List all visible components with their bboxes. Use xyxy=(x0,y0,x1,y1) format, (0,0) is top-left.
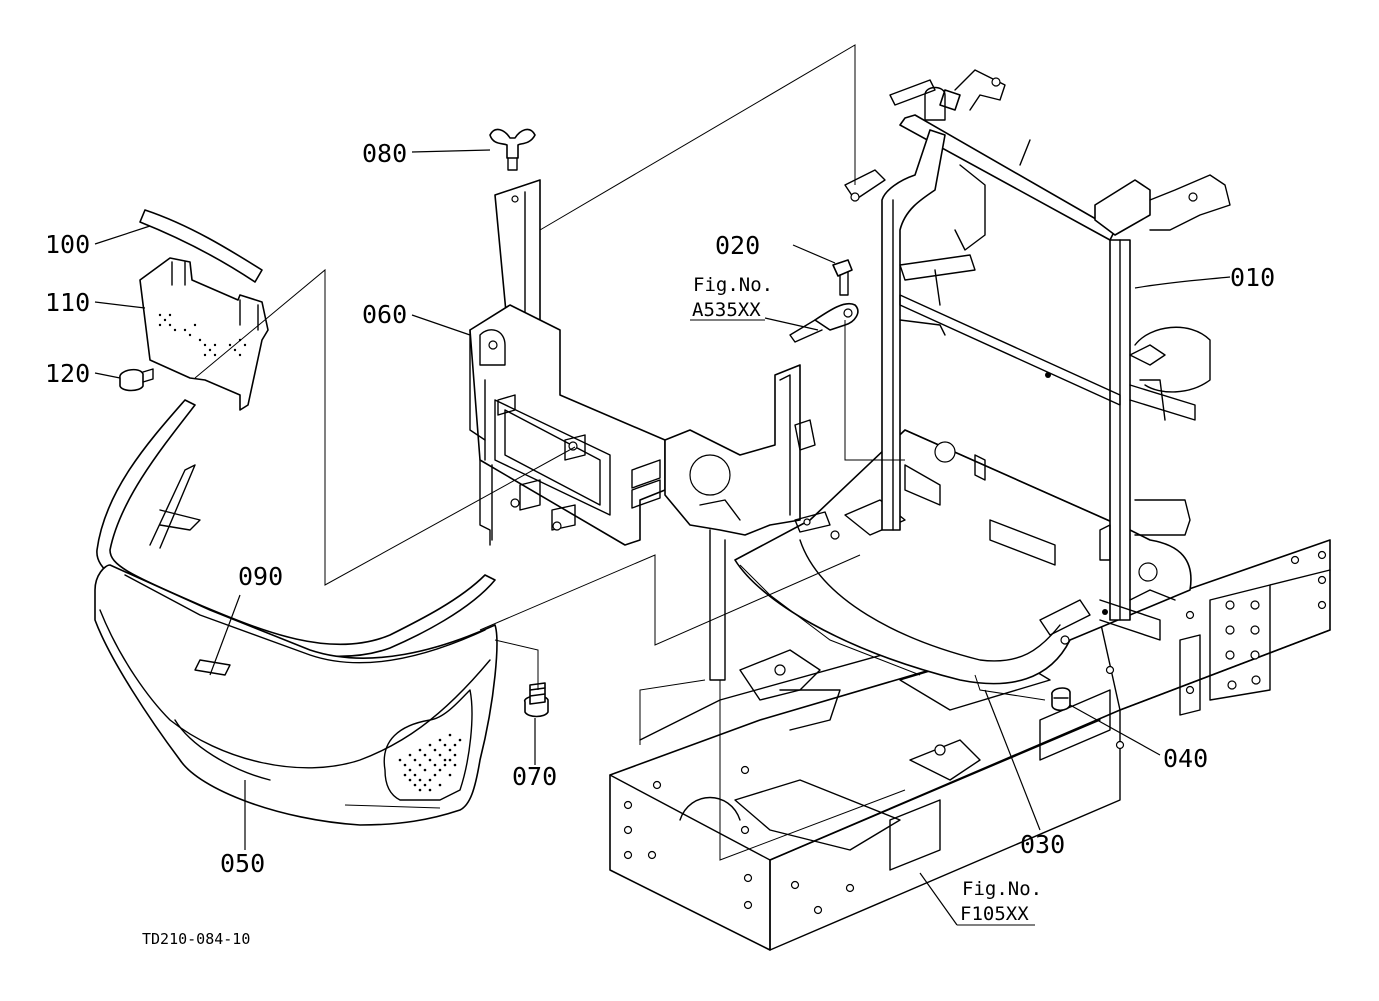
cover-strip xyxy=(139,209,263,283)
callout-070[interactable]: 070 xyxy=(512,762,557,791)
svg-text:A535XX: A535XX xyxy=(692,299,761,321)
bolt-040 xyxy=(1051,687,1071,712)
callout-090[interactable]: 090 xyxy=(238,562,283,591)
document-id: TD210-084-10 xyxy=(142,930,250,948)
callout-030[interactable]: 030 xyxy=(1020,830,1065,859)
callout-050[interactable]: 050 xyxy=(220,849,265,878)
svg-text:Fig.No.: Fig.No. xyxy=(962,878,1042,900)
screw-120 xyxy=(119,368,154,392)
bolt-and-cable xyxy=(789,259,859,343)
assembly-lines xyxy=(194,44,1046,861)
callout-080[interactable]: 080 xyxy=(362,139,407,168)
callout-120[interactable]: 120 xyxy=(45,359,90,388)
bolt-070 xyxy=(524,682,549,718)
front-cover xyxy=(94,464,498,826)
rops-frame xyxy=(844,69,1231,641)
chassis-frame xyxy=(609,539,1331,951)
support-bracket xyxy=(469,179,831,681)
callout-040[interactable]: 040 xyxy=(1163,744,1208,773)
callout-020[interactable]: 020 xyxy=(715,231,760,260)
seal-strip xyxy=(96,399,496,658)
callout-110[interactable]: 110 xyxy=(45,288,90,317)
callout-010[interactable]: 010 xyxy=(1230,263,1275,292)
callout-060[interactable]: 060 xyxy=(362,300,407,329)
figure-ref-f105xx[interactable]: Fig.No. F105XX xyxy=(957,878,1042,926)
mesh-panel xyxy=(139,257,269,411)
wing-bolt xyxy=(489,128,536,171)
callout-100[interactable]: 100 xyxy=(45,230,90,259)
speaker-grille xyxy=(398,733,462,792)
callouts: 080 100 110 120 060 020 010 090 050 070 … xyxy=(45,139,1275,878)
svg-text:F105XX: F105XX xyxy=(960,903,1029,925)
svg-text:Fig.No.: Fig.No. xyxy=(693,274,773,296)
figure-ref-a535xx[interactable]: Fig.No. A535XX xyxy=(690,274,773,321)
leader-lines xyxy=(94,149,1231,926)
